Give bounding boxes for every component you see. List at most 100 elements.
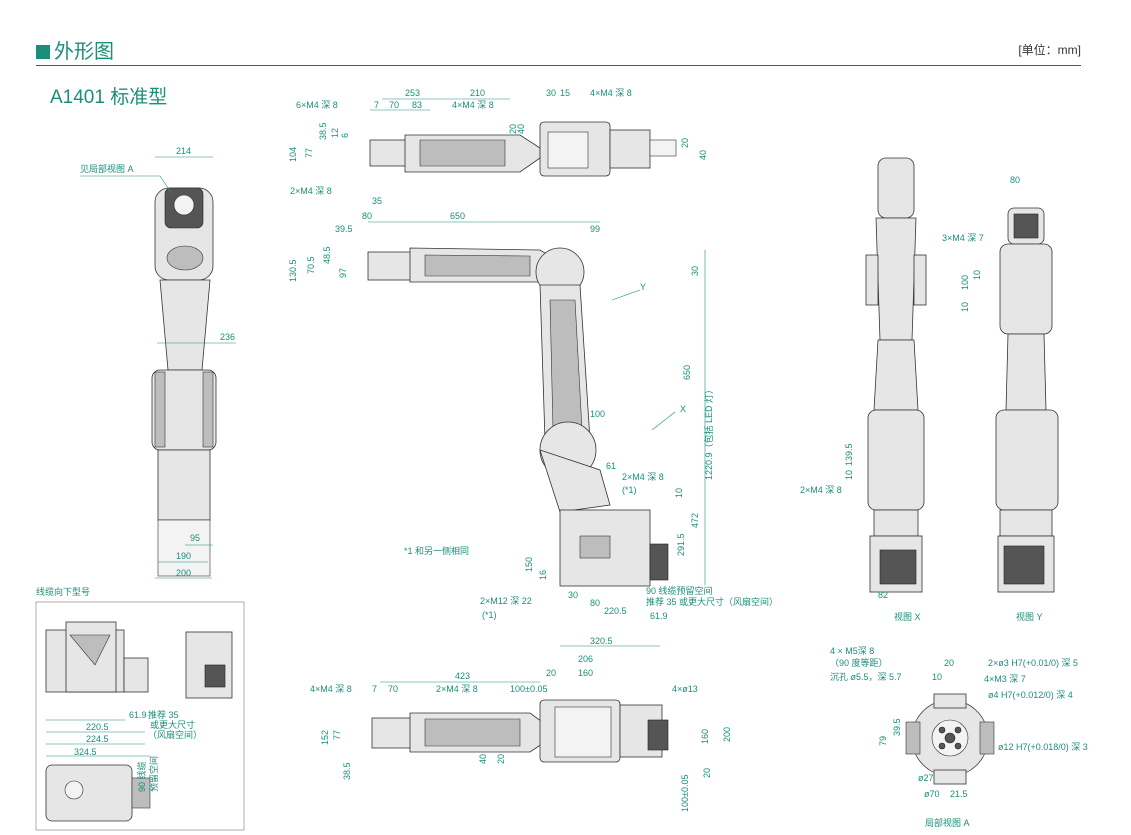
- dim-20-a: 20: [508, 124, 518, 134]
- detail-a-caption: 局部视图 A: [925, 817, 970, 828]
- dim-83: 83: [412, 100, 422, 110]
- title-text: 外形图: [54, 41, 114, 63]
- dim-100: 100: [590, 409, 605, 419]
- dim-12: 12: [330, 128, 340, 138]
- dim-15: 15: [560, 88, 570, 98]
- dim-20-da: 20: [944, 658, 954, 668]
- dim-39-5: 39.5: [335, 224, 353, 234]
- inset-cable-note-1: 90 线缆: [136, 761, 147, 792]
- footnote-star1: *1 和另一侧相同: [404, 545, 469, 556]
- view-x-arrow-icon: [651, 411, 676, 431]
- cable-down-inset: 线缆向下型号: [35, 586, 245, 831]
- dim-291-5: 291.5: [676, 533, 686, 556]
- inset-fan-note-1: 推荐 35: [148, 709, 179, 720]
- dim-150: 150: [524, 557, 534, 572]
- dim-139-5: 139.5: [844, 443, 854, 466]
- dim-o70: ø70: [924, 789, 940, 799]
- dim-30-side: 30: [690, 266, 700, 276]
- view-y-arrow-icon: [611, 289, 641, 301]
- view-x-arrow-label: X: [680, 404, 686, 414]
- dim-152: 152: [320, 730, 330, 745]
- dim-30-b: 30: [568, 590, 578, 600]
- callout-4xm4-b: 4×M4 深 8: [590, 88, 632, 98]
- inset-title: 线缆向下型号: [36, 586, 90, 597]
- dim-40-a: 40: [516, 124, 526, 134]
- dim-7: 7: [374, 100, 379, 110]
- dim-97: 97: [338, 268, 348, 278]
- dim-99: 99: [590, 224, 600, 234]
- dim-70-b: 70: [388, 684, 398, 694]
- callout-o12: ø12 H7(+0.018/0) 深 3: [998, 742, 1088, 752]
- inset-dim-224-5: 224.5: [86, 734, 109, 744]
- inset-cable-note-2: 预留空间: [148, 756, 159, 792]
- dim-80: 80: [362, 211, 372, 221]
- callout-star1-a: (*1): [622, 485, 637, 495]
- callout-2xm12: 2×M12 深 22: [480, 596, 532, 606]
- dim-200-b: 200: [722, 727, 732, 742]
- side-view-dims: 80 650 39.5 99 130.5 70.5 48.5 97 30 650…: [288, 211, 778, 647]
- fan-space-note: 推荐 35 或更大尺寸（风扇空间）: [646, 596, 778, 607]
- dim-77-b: 77: [332, 730, 342, 740]
- dim-77: 77: [304, 148, 314, 158]
- dim-206: 206: [578, 654, 593, 664]
- dim-79: 79: [878, 736, 888, 746]
- inset-dim-61-9: 61.9: [129, 710, 147, 720]
- dim-1220-9: 1220.9（包括 LED 灯）: [703, 385, 714, 480]
- dim-21-5: 21.5: [950, 789, 968, 799]
- dim-236: 236: [220, 332, 235, 342]
- callout-6xm4: 6×M4 深 8: [296, 100, 338, 110]
- top-view-lower-dims: 423 7 70 20 160 206 100±0.05 152 77 38.5…: [310, 654, 732, 812]
- dim-320-5: 320.5: [590, 636, 613, 646]
- page-title: 外形图: [36, 35, 114, 64]
- callout-o4: ø4 H7(+0.012/0) 深 4: [988, 690, 1073, 700]
- callout-2xo3: 2×ø3 H7(+0.01/0) 深 5: [988, 658, 1078, 668]
- view-x-dims: 视图 X 139.5 10 82 2×M4 深 8: [800, 443, 921, 622]
- view-y: [995, 207, 1059, 593]
- dim-30: 30: [546, 88, 556, 98]
- dim-200: 200: [176, 568, 191, 578]
- dim-423: 423: [455, 671, 470, 681]
- dim-100-005-a: 100±0.05: [510, 684, 547, 694]
- callout-4xo13: 4×ø13: [672, 684, 698, 694]
- front-view: [151, 187, 217, 577]
- callout-2xm4-x: 2×M4 深 8: [800, 485, 842, 495]
- unit-label: [单位：mm]: [1018, 43, 1081, 57]
- detail-note-2: （90 度等距）: [830, 657, 888, 668]
- dim-40-c: 40: [478, 754, 488, 764]
- dim-10-y-b: 10: [960, 302, 970, 312]
- cable-space-note: 90 线缆预留空间: [646, 585, 713, 596]
- callout-detail-a: 见局部视图 A: [80, 163, 134, 174]
- header-divider: [36, 65, 1081, 66]
- dim-95: 95: [190, 533, 200, 543]
- dim-220-5: 220.5: [604, 606, 627, 616]
- dim-10-y-a: 10: [972, 270, 982, 280]
- dim-61-9: 61.9: [650, 611, 668, 621]
- top-view-upper-dims: 253 210 30 15 7 70 83 6×M4 深 8 4×M4 深 8 …: [288, 88, 708, 206]
- dim-39-5-da: 39.5: [892, 718, 902, 736]
- dim-70-5: 70.5: [306, 256, 316, 274]
- top-view-lower: [371, 699, 669, 763]
- view-x: [865, 157, 927, 593]
- dim-6: 6: [340, 133, 350, 138]
- dim-210: 210: [470, 88, 485, 98]
- dim-70: 70: [389, 100, 399, 110]
- dim-130-5: 130.5: [288, 259, 298, 282]
- side-view: [367, 247, 669, 587]
- inset-dim-324-5: 324.5: [74, 747, 97, 757]
- callout-2xm4-side: 2×M4 深 8: [622, 472, 664, 482]
- inset-fan-note-3: （风扇空间）: [148, 729, 202, 740]
- callout-2xm4-lower: 2×M4 深 8: [436, 684, 478, 694]
- callout-star1-b: (*1): [482, 610, 497, 620]
- callout-2xm4: 2×M4 深 8: [290, 186, 332, 196]
- inset-dims: 61.9 220.5 224.5 324.5 推荐 35 或更大尺寸 （风扇空间…: [74, 709, 202, 792]
- title-square-icon: [36, 45, 50, 59]
- dim-650-v: 650: [682, 365, 692, 380]
- dim-100-005-b: 100±0.05: [680, 775, 690, 812]
- dim-80-b: 80: [590, 598, 600, 608]
- detail-a: [905, 693, 995, 785]
- dim-16: 16: [538, 570, 548, 580]
- callout-4xm4-lower: 4×M4 深 8: [310, 684, 352, 694]
- dim-472: 472: [690, 513, 700, 528]
- dim-61: 61: [606, 461, 616, 471]
- dim-20-c: 20: [546, 668, 556, 678]
